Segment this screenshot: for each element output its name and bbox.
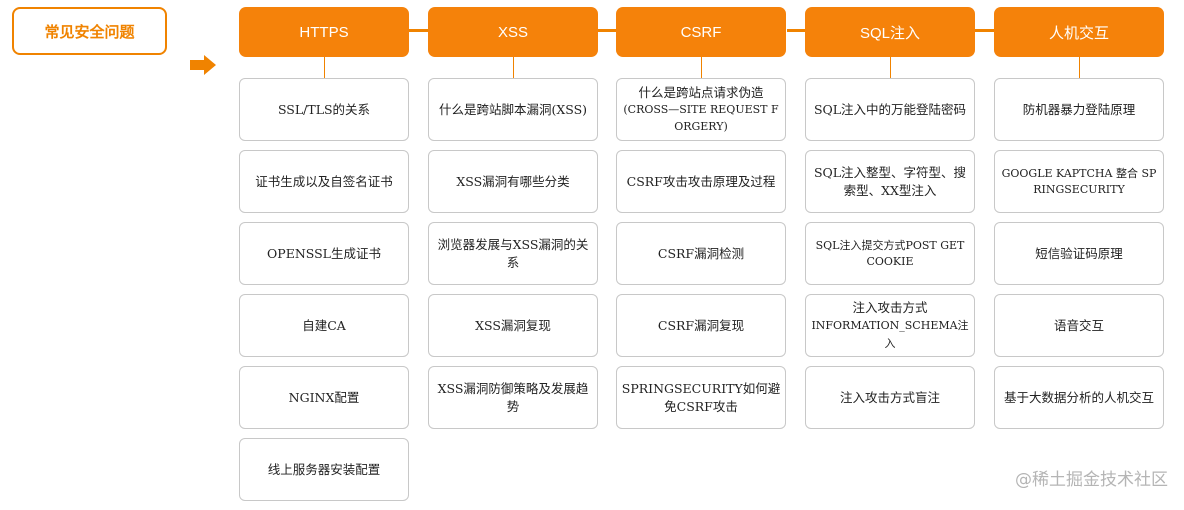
topic-line: INFORMATION_SCHEMA注入 [811, 318, 969, 350]
topic-box: CSRF攻击攻击原理及过程 [616, 150, 786, 213]
topic-box: XSS漏洞有哪些分类 [428, 150, 598, 213]
column-header: CSRF [616, 7, 786, 57]
column-header: SQL注入 [805, 7, 975, 57]
topic-box: 短信验证码原理 [994, 222, 1164, 285]
topic-line: 注入攻击方式 [852, 299, 928, 315]
topic-box: 浏览器发展与XSS漏洞的关系 [428, 222, 598, 285]
header-connector [975, 29, 994, 32]
topic-box: 证书生成以及自签名证书 [239, 150, 409, 213]
topic-box: 注入攻击方式盲注 [805, 366, 975, 429]
column-https: HTTPS SSL/TLS的关系 证书生成以及自签名证书 OPENSSL生成证书… [239, 7, 409, 510]
topic-box: SQL注入提交方式POST GET COOKIE [805, 222, 975, 285]
column-xss: XSS 什么是跨站脚本漏洞(XSS) XSS漏洞有哪些分类 浏览器发展与XSS漏… [428, 7, 598, 438]
topic-box: 线上服务器安装配置 [239, 438, 409, 501]
topic-box: 自建CA [239, 294, 409, 357]
column-human-machine-interaction: 人机交互 防机器暴力登陆原理 GOOGLE KAPTCHA 整合 SPRINGS… [994, 7, 1164, 438]
diagram-title: 常见安全问题 [12, 7, 167, 55]
column-sql-injection: SQL注入 SQL注入中的万能登陆密码 SQL注入整型、字符型、搜索型、XX型注… [805, 7, 975, 438]
topic-box: SPRINGSECURITY如何避免CSRF攻击 [616, 366, 786, 429]
header-connector [598, 29, 617, 32]
column-header: 人机交互 [994, 7, 1164, 57]
header-connector [409, 29, 429, 32]
topic-box: OPENSSL生成证书 [239, 222, 409, 285]
topic-box: CSRF漏洞复现 [616, 294, 786, 357]
topic-box: 语音交互 [994, 294, 1164, 357]
column-header: XSS [428, 7, 598, 57]
topic-box: 什么是跨站点请求伪造 (CROSS—SITE REQUEST FORGERY) [616, 78, 786, 141]
topic-box: 基于大数据分析的人机交互 [994, 366, 1164, 429]
topic-box: SSL/TLS的关系 [239, 78, 409, 141]
arrow-right-icon [190, 55, 216, 75]
topic-box: 防机器暴力登陆原理 [994, 78, 1164, 141]
column-header: HTTPS [239, 7, 409, 57]
topic-box: 什么是跨站脚本漏洞(XSS) [428, 78, 598, 141]
topic-line: 什么是跨站点请求伪造 [638, 85, 764, 100]
column-csrf: CSRF 什么是跨站点请求伪造 (CROSS—SITE REQUEST FORG… [616, 7, 786, 438]
header-stem [1079, 57, 1080, 78]
header-stem [890, 57, 891, 78]
topic-box: CSRF漏洞检测 [616, 222, 786, 285]
topic-box: 注入攻击方式 INFORMATION_SCHEMA注入 [805, 294, 975, 357]
topic-box: GOOGLE KAPTCHA 整合 SPRINGSECURITY [994, 150, 1164, 213]
topic-line: (CROSS—SITE REQUEST FORGERY) [623, 103, 779, 133]
topic-box: XSS漏洞防御策略及发展趋势 [428, 366, 598, 429]
header-stem [701, 57, 702, 78]
header-connector [787, 29, 806, 32]
topic-box: SQL注入中的万能登陆密码 [805, 78, 975, 141]
topic-box: SQL注入整型、字符型、搜索型、XX型注入 [805, 150, 975, 213]
header-stem [513, 57, 514, 78]
header-stem [324, 57, 325, 78]
topic-box: NGINX配置 [239, 366, 409, 429]
topic-box: XSS漏洞复现 [428, 294, 598, 357]
watermark: @稀土掘金技术社区 [1015, 470, 1168, 490]
